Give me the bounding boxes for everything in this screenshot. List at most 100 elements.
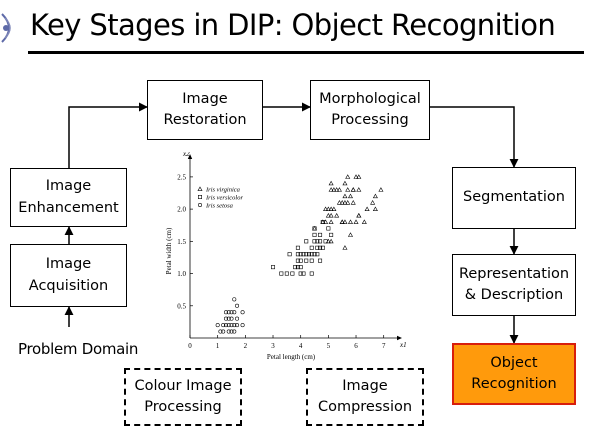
data-point-triangle	[356, 174, 362, 179]
title-underline	[28, 51, 584, 54]
data-point-square	[279, 271, 284, 276]
data-point-square	[320, 220, 325, 225]
x-tick-label: 0	[188, 342, 192, 350]
y-tick-label: 1.0	[177, 270, 186, 278]
data-point-triangle	[339, 219, 345, 224]
data-point-triangle	[336, 200, 342, 205]
data-point-triangle	[328, 212, 334, 218]
y-axis-label: Petal width (cm)	[165, 227, 173, 274]
data-point-circle	[223, 310, 228, 315]
image-acquisition-box: Image Acquisition	[10, 244, 127, 307]
y-axis-arrow-icon	[187, 154, 193, 159]
data-point-triangle	[356, 212, 362, 218]
image-compression-box: Image Compression	[306, 368, 424, 426]
data-point-triangle	[328, 180, 334, 186]
data-point-square	[309, 271, 314, 276]
data-point-triangle	[356, 187, 362, 192]
data-point-square	[309, 245, 314, 250]
data-point-square	[312, 226, 317, 231]
y-tick-label: 2.0	[177, 206, 186, 214]
data-point-triangle	[336, 187, 342, 192]
data-point-triangle	[342, 219, 348, 224]
data-point-square	[304, 258, 309, 263]
data-point-circle	[215, 323, 220, 328]
data-point-square	[315, 239, 320, 244]
representation-description-box: Representation & Description	[452, 254, 576, 316]
data-point-triangle	[350, 200, 356, 205]
data-point-square	[298, 258, 303, 263]
data-point-square	[326, 226, 331, 231]
data-point-square	[320, 245, 325, 250]
x-tick-label: 7	[382, 342, 386, 350]
data-point-circle	[226, 329, 231, 334]
data-point-triangle	[345, 174, 351, 179]
data-point-triangle	[342, 245, 348, 250]
data-point-circle	[240, 310, 245, 315]
data-point-circle	[221, 329, 226, 334]
data-point-square	[295, 265, 300, 270]
x-axis-arrow-icon	[397, 335, 402, 341]
x-tick-label: 1	[216, 342, 220, 350]
data-point-square	[295, 252, 300, 257]
data-point-square	[306, 252, 311, 257]
data-point-square	[298, 252, 303, 257]
data-point-circle	[235, 323, 240, 328]
data-point-triangle	[328, 206, 334, 212]
data-point-triangle	[345, 200, 351, 205]
data-point-circle	[240, 323, 245, 328]
y-tick-label: 2.5	[177, 173, 186, 181]
data-point-circle	[226, 310, 231, 315]
data-point-square	[318, 245, 323, 250]
data-point-circle	[218, 329, 223, 334]
data-point-triangle	[347, 219, 354, 224]
x-axis-symbol: x1	[399, 341, 407, 349]
data-point-square	[309, 258, 314, 263]
data-point-square	[323, 239, 328, 244]
data-point-triangle	[372, 193, 378, 199]
colour-image-processing-box: Colour Image Processing	[124, 368, 242, 426]
data-point-circle	[235, 316, 240, 321]
data-point-triangle	[342, 193, 348, 199]
data-point-triangle	[334, 212, 340, 218]
data-point-circle	[221, 323, 226, 328]
data-point-square	[315, 252, 320, 257]
data-point-square	[301, 252, 306, 257]
data-point-square	[304, 239, 309, 244]
object-recognition-box: Object Recognition	[452, 343, 576, 405]
y-tick-label: 0.5	[177, 302, 186, 310]
data-point-circle	[223, 316, 228, 321]
legend-marker	[197, 186, 203, 191]
data-point-circle	[232, 297, 237, 302]
data-point-triangle	[334, 187, 340, 192]
data-point-triangle	[353, 174, 359, 179]
data-point-square	[290, 271, 295, 276]
x-tick-label: 3	[271, 342, 275, 350]
data-point-triangle	[347, 193, 354, 199]
data-point-square	[298, 271, 303, 276]
data-point-square	[318, 239, 323, 244]
data-point-square	[271, 265, 276, 270]
data-point-circle	[229, 310, 234, 315]
arrow-morphological-to-segmentation	[430, 106, 519, 168]
data-point-triangle	[328, 238, 334, 244]
data-point-square	[312, 232, 317, 237]
data-point-triangle	[331, 187, 337, 192]
x-tick-label: 6	[354, 342, 358, 350]
y-tick-label: 1.5	[177, 238, 186, 246]
data-point-circle	[229, 323, 234, 328]
data-point-triangle	[361, 219, 367, 224]
data-point-circle	[226, 316, 231, 321]
data-point-triangle	[370, 200, 376, 205]
data-point-circle	[235, 303, 240, 308]
data-point-square	[287, 252, 292, 257]
data-point-triangle	[353, 219, 359, 224]
data-point-square	[318, 232, 323, 237]
data-point-triangle	[325, 206, 331, 212]
data-point-square	[295, 245, 300, 250]
data-point-circle	[232, 323, 237, 328]
segmentation-box: Segmentation	[452, 167, 576, 229]
x-tick-label: 2	[244, 342, 248, 350]
